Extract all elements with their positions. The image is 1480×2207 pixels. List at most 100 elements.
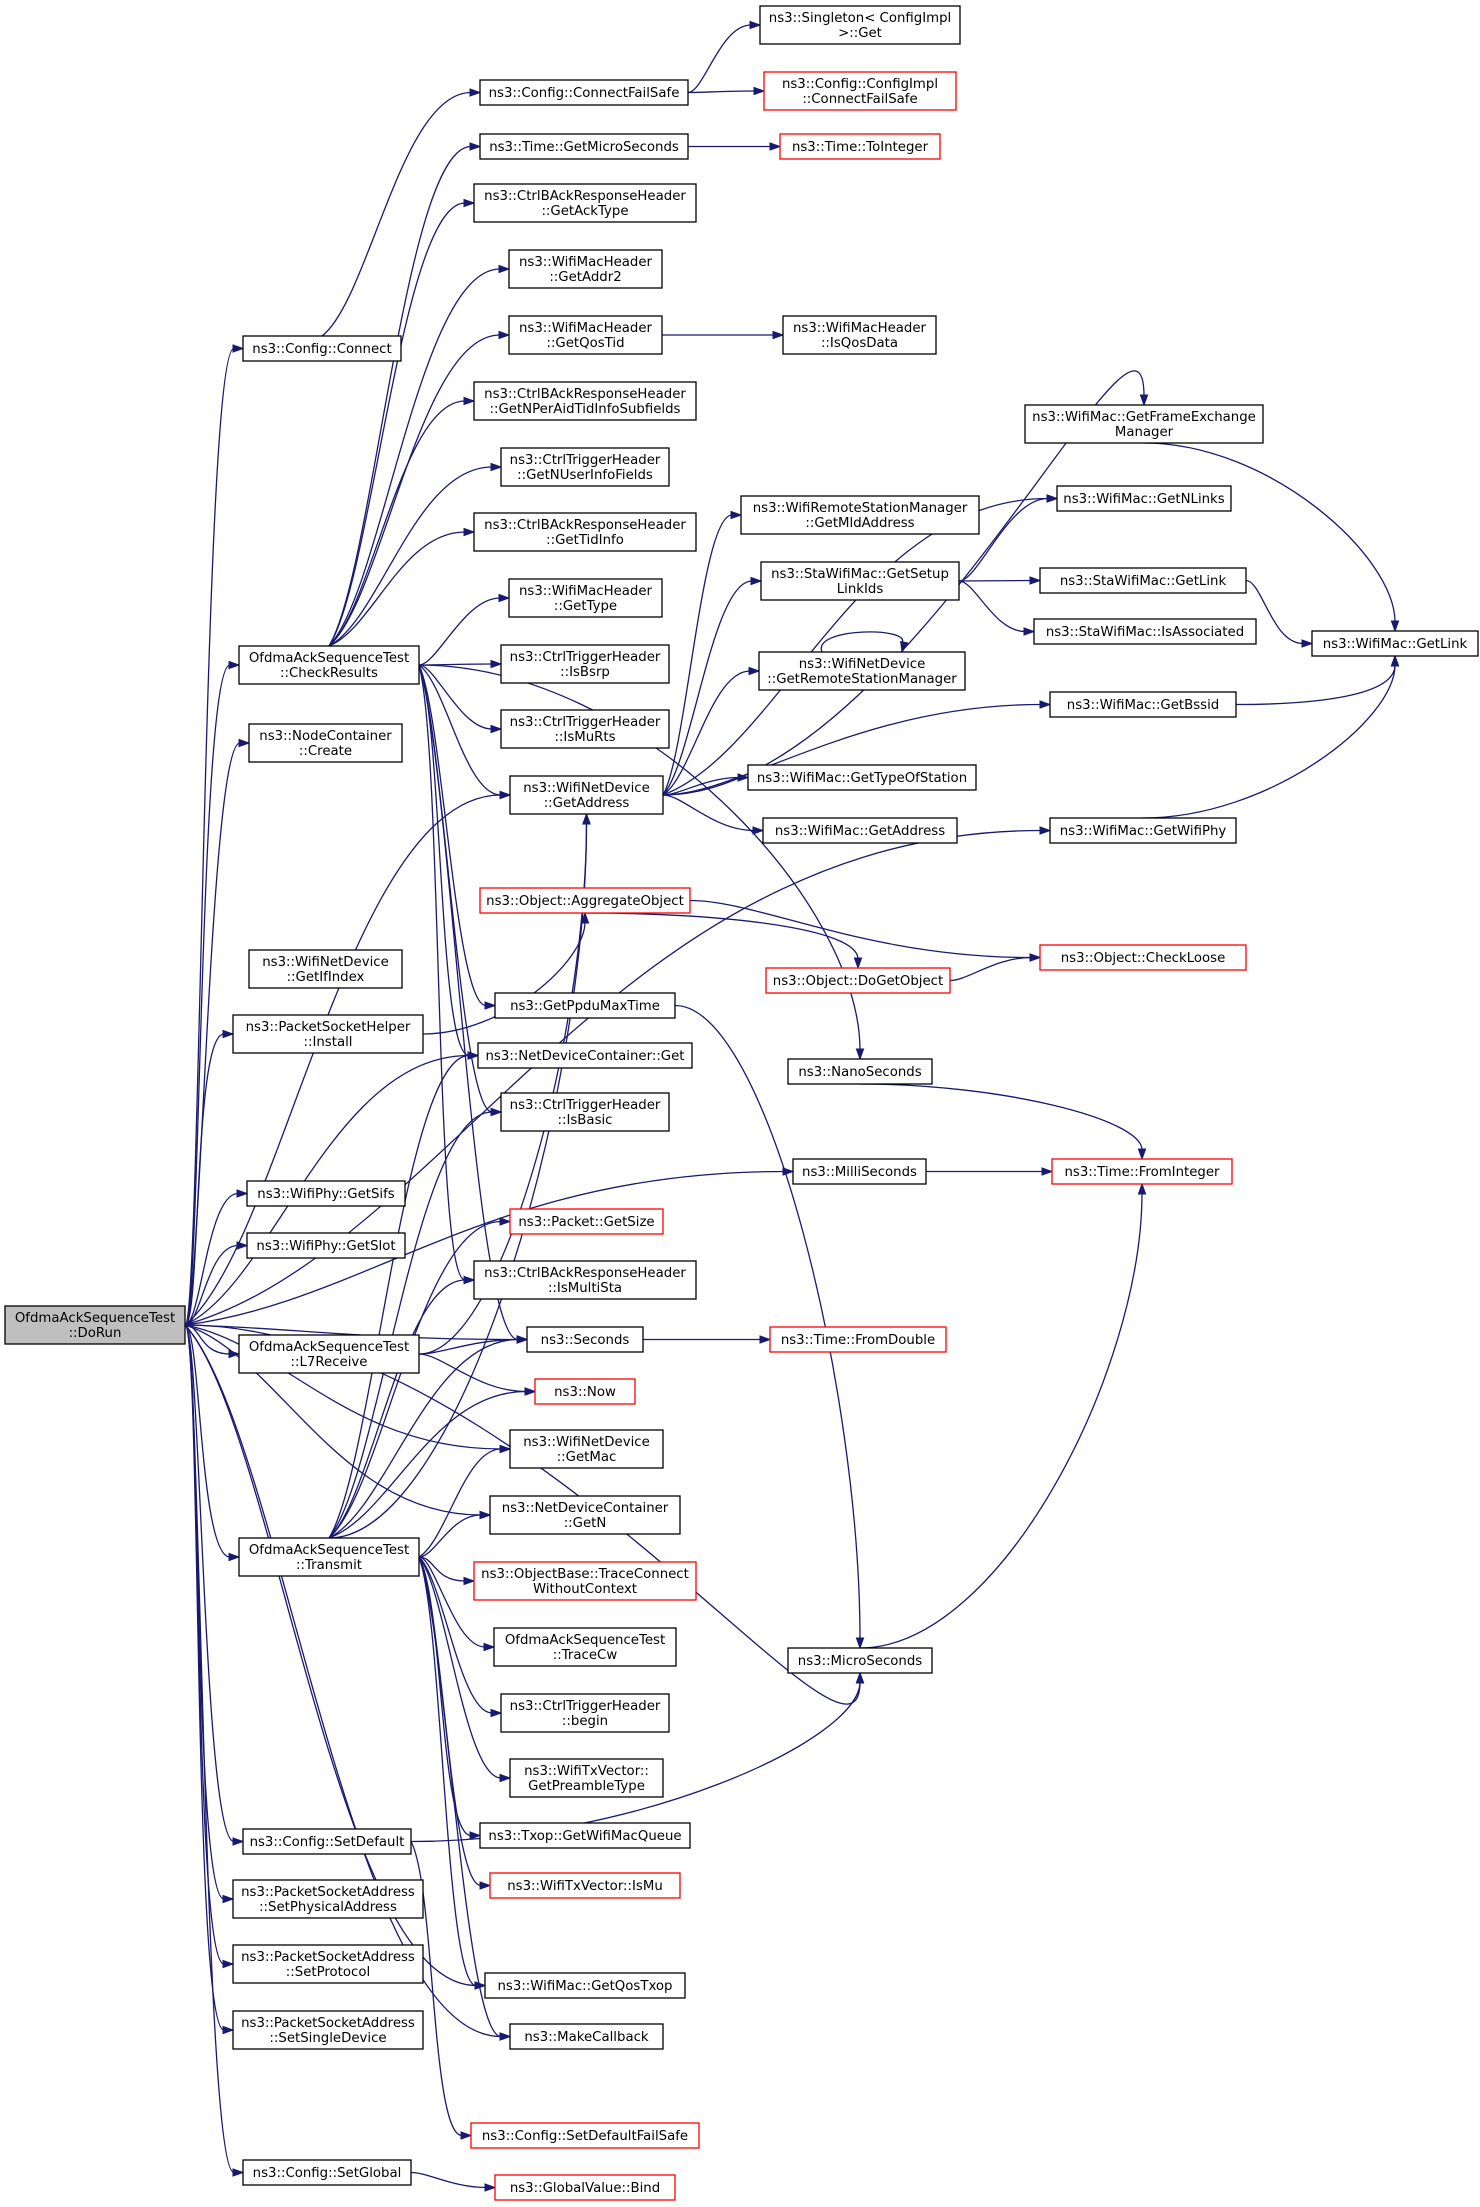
node-mac_gettypeofsta[interactable]: ns3::WifiMac::GetTypeOfStation (747, 764, 977, 791)
node-txv_getpreamble[interactable]: ns3::WifiTxVector::GetPreambleType (509, 1758, 664, 1798)
node-box (740, 495, 980, 535)
node-psa_setproto[interactable]: ns3::PacketSocketAddress::SetProtocol (232, 1944, 424, 1984)
node-gv_bind[interactable]: ns3::GlobalValue::Bind (494, 2174, 676, 2201)
node-singleton_get[interactable]: ns3::Singleton< ConfigImpl>::Get (759, 5, 961, 45)
node-time_getmicro[interactable]: ns3::Time::GetMicroSeconds (479, 133, 689, 160)
node-cbar_ismultista[interactable]: ns3::CtrlBAckResponseHeader::IsMultiSta (473, 1260, 697, 1300)
node-ndc_get[interactable]: ns3::NetDeviceContainer::Get (477, 1042, 693, 1069)
node-wmh_isqosdata[interactable]: ns3::WifiMacHeader::IsQosData (782, 315, 937, 355)
node-makecallback[interactable]: ns3::MakeCallback (509, 2023, 664, 2050)
node-box (500, 644, 670, 684)
edge-cr-to-wmh_getqostid (328, 330, 511, 647)
node-mac_getbssid[interactable]: ns3::WifiMac::GetBssid (1049, 691, 1237, 718)
node-time_tointeger[interactable]: ns3::Time::ToInteger (779, 133, 941, 160)
node-ndc_getn[interactable]: ns3::NetDeviceContainer::GetN (489, 1495, 681, 1535)
node-nd_getaddress[interactable]: ns3::WifiNetDevice::GetAddress (509, 775, 664, 815)
node-psa_setphys[interactable]: ns3::PacketSocketAddress::SetPhysicalAdd… (232, 1879, 424, 1919)
node-wmh_getaddr2[interactable]: ns3::WifiMacHeader::GetAddr2 (508, 249, 663, 289)
node-psa_setsingle[interactable]: ns3::PacketSocketAddress::SetSingleDevic… (232, 2010, 424, 2050)
edge-mac_getwifiphy-to-mac_getlink (1142, 654, 1400, 819)
node-phy_getsifs[interactable]: ns3::WifiPhy::GetSifs (246, 1180, 406, 1207)
edge-cfg_cfs-to-cfgimpl_cfs (687, 86, 766, 96)
node-getppdumax[interactable]: ns3::GetPpduMaxTime (494, 992, 676, 1019)
node-cbar_getnper[interactable]: ns3::CtrlBAckResponseHeader::GetNPerAidT… (473, 381, 697, 421)
node-label: ns3::CtrlTriggerHeader (510, 650, 661, 665)
node-ob_traceconnect[interactable]: ns3::ObjectBase::TraceConnectWithoutCont… (473, 1561, 697, 1601)
node-mac_getwifiphy[interactable]: ns3::WifiMac::GetWifiPhy (1049, 817, 1237, 844)
node-nd_getmac[interactable]: ns3::WifiNetDevice::GetMac (509, 1429, 664, 1469)
node-cfg_setdefaultfs[interactable]: ns3::Config::SetDefaultFailSafe (470, 2122, 700, 2149)
node-cth_isbasic[interactable]: ns3::CtrlTriggerHeader::IsBasic (500, 1092, 670, 1132)
node-cr[interactable]: OfdmaAckSequenceTest::CheckResults (238, 645, 420, 685)
node-cfg_connect[interactable]: ns3::Config::Connect (242, 335, 402, 362)
node-l7[interactable]: OfdmaAckSequenceTest::L7Receive (238, 1334, 420, 1374)
edge-obj_aggregate-to-obj_dogetobject (584, 912, 863, 970)
edge-nd_getaddress-to-mac_getfem (662, 370, 1149, 796)
node-box (479, 79, 689, 106)
node-wmh_getqostid[interactable]: ns3::WifiMacHeader::GetQosTid (508, 315, 663, 355)
node-mac_getaddress[interactable]: ns3::WifiMac::GetAddress (762, 817, 958, 844)
node-pkt_getsize[interactable]: ns3::Packet::GetSize (509, 1208, 664, 1235)
node-cth_begin[interactable]: ns3::CtrlTriggerHeader::begin (500, 1693, 670, 1733)
node-obj_aggregate[interactable]: ns3::Object::AggregateObject (479, 887, 691, 914)
node-cth_ismurts[interactable]: ns3::CtrlTriggerHeader::IsMuRts (500, 709, 670, 749)
node-obj_dogetobject[interactable]: ns3::Object::DoGetObject (765, 967, 951, 994)
node-label: ns3::StaWifiMac::GetSetup (771, 567, 949, 582)
node-label: ns3::PacketSocketHelper (246, 1020, 411, 1035)
node-tx[interactable]: OfdmaAckSequenceTest::Transmit (238, 1537, 420, 1577)
node-cfg_setdefault[interactable]: ns3::Config::SetDefault (242, 1828, 412, 1855)
node-mac_getnlinks[interactable]: ns3::WifiMac::GetNLinks (1056, 485, 1232, 512)
node-time_frominteger[interactable]: ns3::Time::FromInteger (1051, 1158, 1233, 1185)
node-label: ::TraceCw (553, 1648, 618, 1663)
node-nanoseconds[interactable]: ns3::NanoSeconds (787, 1058, 933, 1085)
node-label: ns3::Config::SetDefault (250, 1835, 405, 1850)
node-tracecw[interactable]: OfdmaAckSequenceTest::TraceCw (493, 1627, 677, 1667)
edge-nd_getrsm-self-loop (820, 631, 909, 654)
node-label: ::ConnectFailSafe (802, 92, 917, 107)
node-cfg_cfs[interactable]: ns3::Config::ConnectFailSafe (479, 79, 689, 106)
node-label: ns3::WifiTxVector::IsMu (507, 1879, 663, 1894)
edge-nd_getaddress-to-wrsm_getmld (662, 510, 743, 796)
node-time_fromdouble[interactable]: ns3::Time::FromDouble (769, 1326, 947, 1353)
node-psh_install[interactable]: ns3::PacketSocketHelper::Install (232, 1014, 424, 1054)
node-sta_isassoc[interactable]: ns3::StaWifiMac::IsAssociated (1033, 618, 1257, 645)
node-label: ns3::Object::CheckLoose (1061, 951, 1226, 966)
node-mac_getlink[interactable]: ns3::WifiMac::GetLink (1311, 630, 1479, 657)
node-cfg_setglobal[interactable]: ns3::Config::SetGlobal (242, 2159, 412, 2186)
node-txop_getqueue[interactable]: ns3::Txop::GetWifiMacQueue (479, 1822, 691, 1849)
node-milliseconds[interactable]: ns3::MilliSeconds (792, 1158, 927, 1185)
node-cbar_gettidinfo[interactable]: ns3::CtrlBAckResponseHeader::GetTidInfo (473, 512, 697, 552)
node-box (500, 1693, 670, 1733)
node-box (534, 1378, 636, 1405)
edge-tx-to-seconds (328, 1335, 529, 1539)
node-txv_ismu[interactable]: ns3::WifiTxVector::IsMu (489, 1872, 681, 1899)
node-nc_create[interactable]: ns3::NodeContainer::Create (248, 723, 403, 763)
node-microseconds[interactable]: ns3::MicroSeconds (787, 1647, 933, 1674)
edge-cfg_cfs-to-singleton_get (687, 20, 762, 94)
call-graph-nodes: OfdmaAckSequenceTest::DoRunns3::Config::… (4, 5, 1479, 2201)
node-wrsm_getmld[interactable]: ns3::WifiRemoteStationManager::GetMldAdd… (740, 495, 980, 535)
node-cth_isbsrp[interactable]: ns3::CtrlTriggerHeader::IsBsrp (500, 644, 670, 684)
node-phy_getslot[interactable]: ns3::WifiPhy::GetSlot (246, 1232, 406, 1259)
node-obj_checkloose[interactable]: ns3::Object::CheckLoose (1039, 944, 1247, 971)
node-seconds[interactable]: ns3::Seconds (526, 1326, 644, 1353)
node-nd_getifindex[interactable]: ns3::WifiNetDevice::GetIfIndex (248, 949, 403, 989)
node-cbar_getacktype[interactable]: ns3::CtrlBAckResponseHeader::GetAckType (473, 183, 697, 223)
node-sta_getlink[interactable]: ns3::StaWifiMac::GetLink (1039, 567, 1247, 594)
edge-root-to-cfg_connect (184, 344, 245, 1326)
edge-sta_getlink-to-mac_getlink (1245, 579, 1314, 648)
node-box (760, 561, 960, 601)
node-label: ns3::WifiNetDevice (523, 781, 650, 796)
node-nd_getrsm[interactable]: ns3::WifiNetDevice::GetRemoteStationMana… (758, 651, 966, 691)
node-label: ::DoRun (69, 1326, 122, 1341)
edge-nanoseconds-to-time_frominteger (859, 1083, 1147, 1161)
node-label: ns3::Object::DoGetObject (773, 974, 943, 989)
node-mac_getqostxop[interactable]: ns3::WifiMac::GetQosTxop (484, 1972, 686, 1999)
node-wmh_gettype[interactable]: ns3::WifiMacHeader::GetType (508, 578, 663, 618)
node-cfgimpl_cfs[interactable]: ns3::Config::ConfigImpl::ConnectFailSafe (763, 71, 957, 111)
node-label: ::Create (299, 744, 352, 759)
node-cth_getnuser[interactable]: ns3::CtrlTriggerHeader::GetNUserInfoFiel… (500, 447, 670, 487)
node-now[interactable]: ns3::Now (534, 1378, 636, 1405)
